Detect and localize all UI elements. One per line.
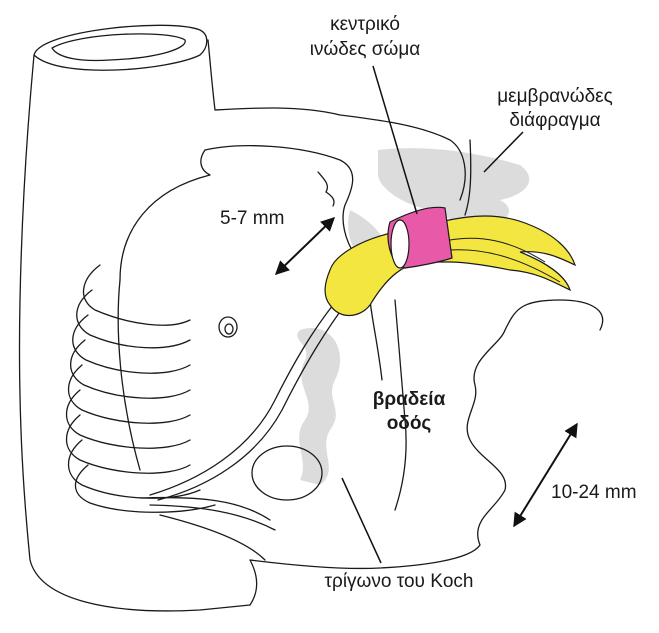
tricuspid-leaflets <box>67 265 216 512</box>
slow-pathway-label-2: οδός <box>387 413 432 434</box>
distance-large-label: 10-24 mm <box>551 482 637 503</box>
central-fibrous-body <box>388 207 452 268</box>
central-fibrous-body-label-2: ινώδες σώμα <box>310 39 421 60</box>
slow-pathway-label-1: βραδεία <box>373 389 446 410</box>
slow-pathway-shading <box>297 148 529 485</box>
distance-small-arrow <box>276 218 334 274</box>
distance-large-arrow <box>514 424 577 526</box>
central-fibrous-body-label-1: κεντρικό <box>330 14 400 35</box>
distance-small-label: 5-7 mm <box>220 208 284 229</box>
koch-triangle-label: τρίγωνο του Koch <box>325 571 474 592</box>
small-ostium <box>219 317 237 337</box>
koch-triangle-edges <box>140 290 382 560</box>
membranous-septum-label-1: μεμβρανώδες <box>497 86 613 107</box>
koch-triangle-leader <box>342 478 381 563</box>
membranous-septum-label-2: διάφραγμα <box>509 110 600 131</box>
